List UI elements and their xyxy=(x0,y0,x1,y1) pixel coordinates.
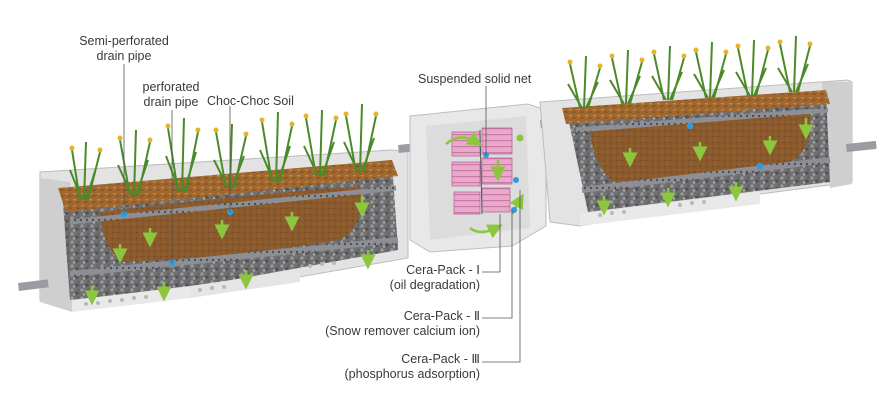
cera-pack-2-name: Cera-Pack - Ⅱ xyxy=(300,309,480,324)
semi-perforated-line-2: drain pipe xyxy=(70,49,178,64)
semi-perforated-line-1: Semi-perforated xyxy=(70,34,178,49)
cera-pack-3-name: Cera-Pack - Ⅲ xyxy=(300,352,480,367)
cera-pack-1-name: Cera-Pack - Ⅰ xyxy=(320,263,480,278)
perforated-label: perforated drain pipe xyxy=(132,80,210,110)
choc-soil-label: Choc-Choc Soil xyxy=(207,94,294,109)
cera-pack-2-desc: (Snow remover calcium ion) xyxy=(300,324,480,339)
perforated-line-2: drain pipe xyxy=(132,95,210,110)
perforated-line-1: perforated xyxy=(132,80,210,95)
cera-pack-3-label: Cera-Pack - Ⅲ (phosphorus adsorption) xyxy=(300,352,480,382)
filter-chamber xyxy=(410,104,546,252)
cera-pack-3-desc: (phosphorus adsorption) xyxy=(300,367,480,382)
cera-pack-2-label: Cera-Pack - Ⅱ (Snow remover calcium ion) xyxy=(300,309,480,339)
cera-pack-1-desc: (oil degradation) xyxy=(320,278,480,293)
semi-perforated-label: Semi-perforated drain pipe xyxy=(70,34,178,64)
cera-pack-1-label: Cera-Pack - Ⅰ (oil degradation) xyxy=(320,263,480,293)
suspended-net-label: Suspended solid net xyxy=(418,72,531,87)
